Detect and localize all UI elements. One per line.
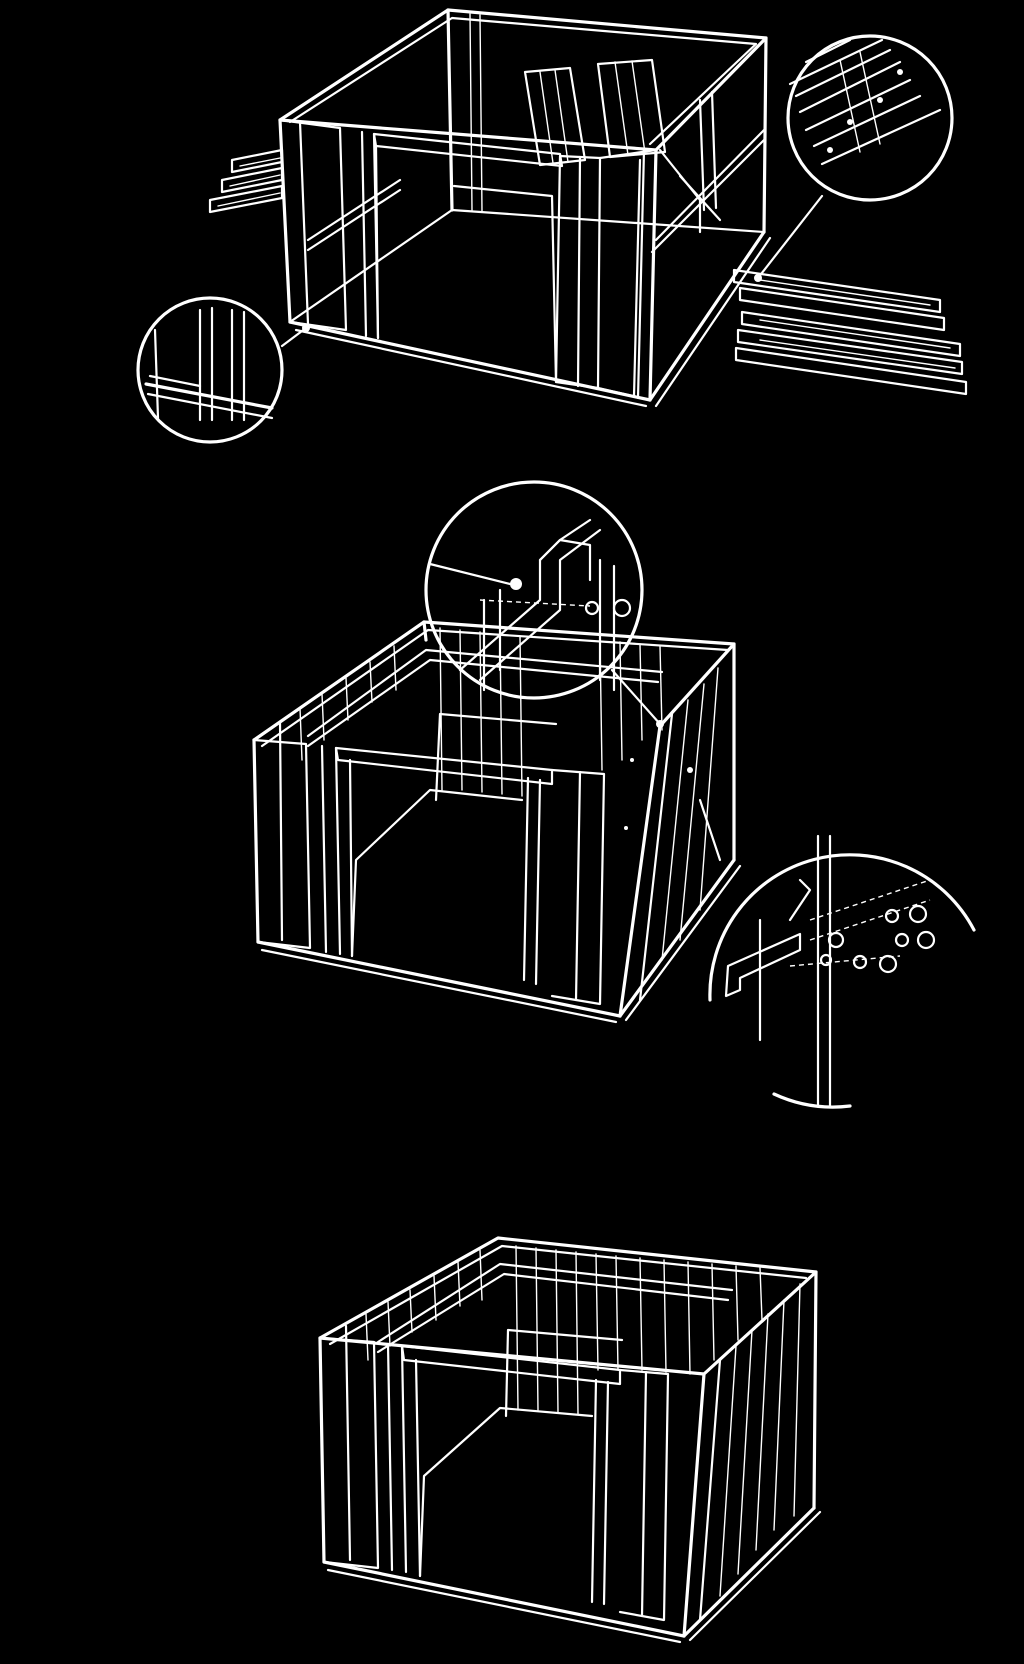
bolt-group <box>819 904 936 974</box>
step-1-framing-with-panels <box>136 8 968 444</box>
shed-frame-1 <box>278 8 772 408</box>
corner-bolt-detail <box>424 480 664 728</box>
step-3-completed-walls <box>318 1236 822 1644</box>
panel-stack-detail <box>754 34 954 282</box>
base-rail-detail <box>136 296 310 444</box>
shed-walls-2 <box>252 620 742 1024</box>
rail-bolt-detail <box>698 798 976 1109</box>
loose-panels-left <box>208 148 284 214</box>
step-2-walls-with-roof-beam <box>252 480 976 1109</box>
loose-panels-right <box>732 268 968 396</box>
leaning-panels <box>523 58 667 167</box>
